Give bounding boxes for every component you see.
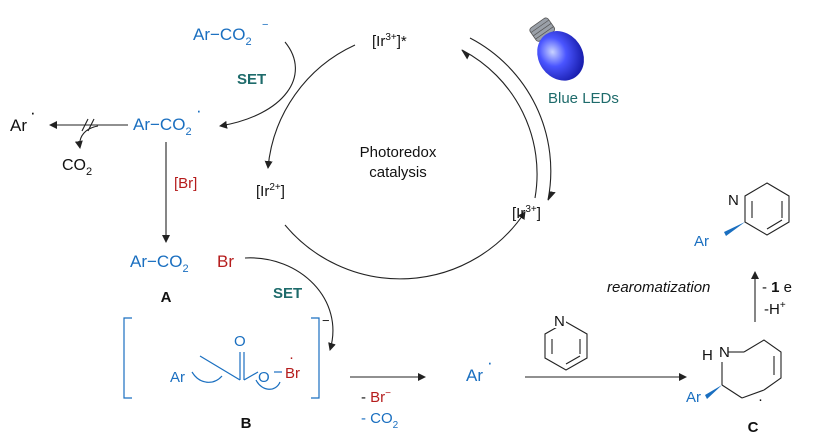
- cycle-arc-right-inner: [461, 49, 538, 199]
- ir3-label: [Ir3+]: [512, 204, 541, 222]
- ar-radical-mid-dot: ·: [487, 353, 493, 372]
- intermediate-c: H N Ar ·: [686, 339, 782, 408]
- cycle-arc-right-outer: [469, 37, 556, 201]
- product-ar: Ar: [694, 233, 709, 250]
- label-a: A: [161, 289, 172, 306]
- c-h: H: [702, 347, 713, 364]
- b-charge: −: [322, 313, 330, 328]
- co2-loss-arrow: [74, 125, 99, 149]
- carboxyl-radical: Ar−CO2: [133, 115, 192, 138]
- cycle-arc-left: [264, 44, 356, 169]
- acyl-hypobromite: Ar−CO2: [130, 252, 189, 275]
- label-c: C: [748, 419, 759, 436]
- c-ar: Ar: [686, 389, 701, 406]
- ir3-excited-label: [Ir3+]*: [372, 32, 407, 50]
- ar-radical-mid: Ar: [466, 366, 483, 385]
- light-bulb-icon: [529, 17, 584, 81]
- set-top-label: SET: [237, 71, 266, 88]
- carboxylate-charge: −: [262, 19, 268, 31]
- minus-br-label: - Br−: [361, 388, 391, 406]
- b-br-dot: ·: [289, 349, 294, 366]
- label-b: B: [241, 415, 252, 432]
- center-title-line1: Photoredox: [360, 144, 437, 161]
- product-n: N: [728, 192, 739, 209]
- acyl-hypobromite-br: Br: [217, 252, 234, 271]
- blocked-slash-1: [81, 118, 89, 132]
- center-title-line2: catalysis: [369, 164, 427, 181]
- carboxylate-anion: Ar−CO2: [193, 25, 252, 48]
- pyridine-reagent: N: [544, 312, 588, 371]
- minus-h-label: -H+: [764, 300, 786, 318]
- c-n: N: [719, 344, 730, 361]
- minus-1e-label: - 1 e: [762, 279, 792, 296]
- b-o-ester: O: [258, 369, 270, 386]
- ir2-label: [Ir2+]: [256, 182, 285, 200]
- set-bottom-label: SET: [273, 285, 302, 302]
- co2-left: CO2: [62, 157, 92, 178]
- cycle-arc-bottom: [284, 211, 526, 280]
- ar-radical-left: Ar: [10, 116, 27, 135]
- radical-anion-b: − O O Br · Ar: [123, 313, 330, 399]
- br-reagent-label: [Br]: [174, 175, 197, 192]
- set-bottom-arrow: [244, 257, 336, 351]
- rearomatization-label: rearomatization: [607, 279, 710, 296]
- b-ar: Ar: [170, 369, 185, 386]
- ar-radical-left-dot: ·: [30, 103, 36, 122]
- product-arylpyridine: N Ar: [694, 182, 790, 250]
- pyridine-n: N: [554, 313, 565, 330]
- c-radical-dot: ·: [758, 391, 763, 408]
- b-br: Br: [285, 365, 300, 382]
- carboxyl-radical-dot: ·: [196, 101, 202, 120]
- b-o-carbonyl: O: [234, 333, 246, 350]
- blue-leds-label: Blue LEDs: [548, 90, 619, 107]
- minus-co2-label: - CO2: [361, 410, 399, 431]
- set-top-arrow: [219, 41, 296, 129]
